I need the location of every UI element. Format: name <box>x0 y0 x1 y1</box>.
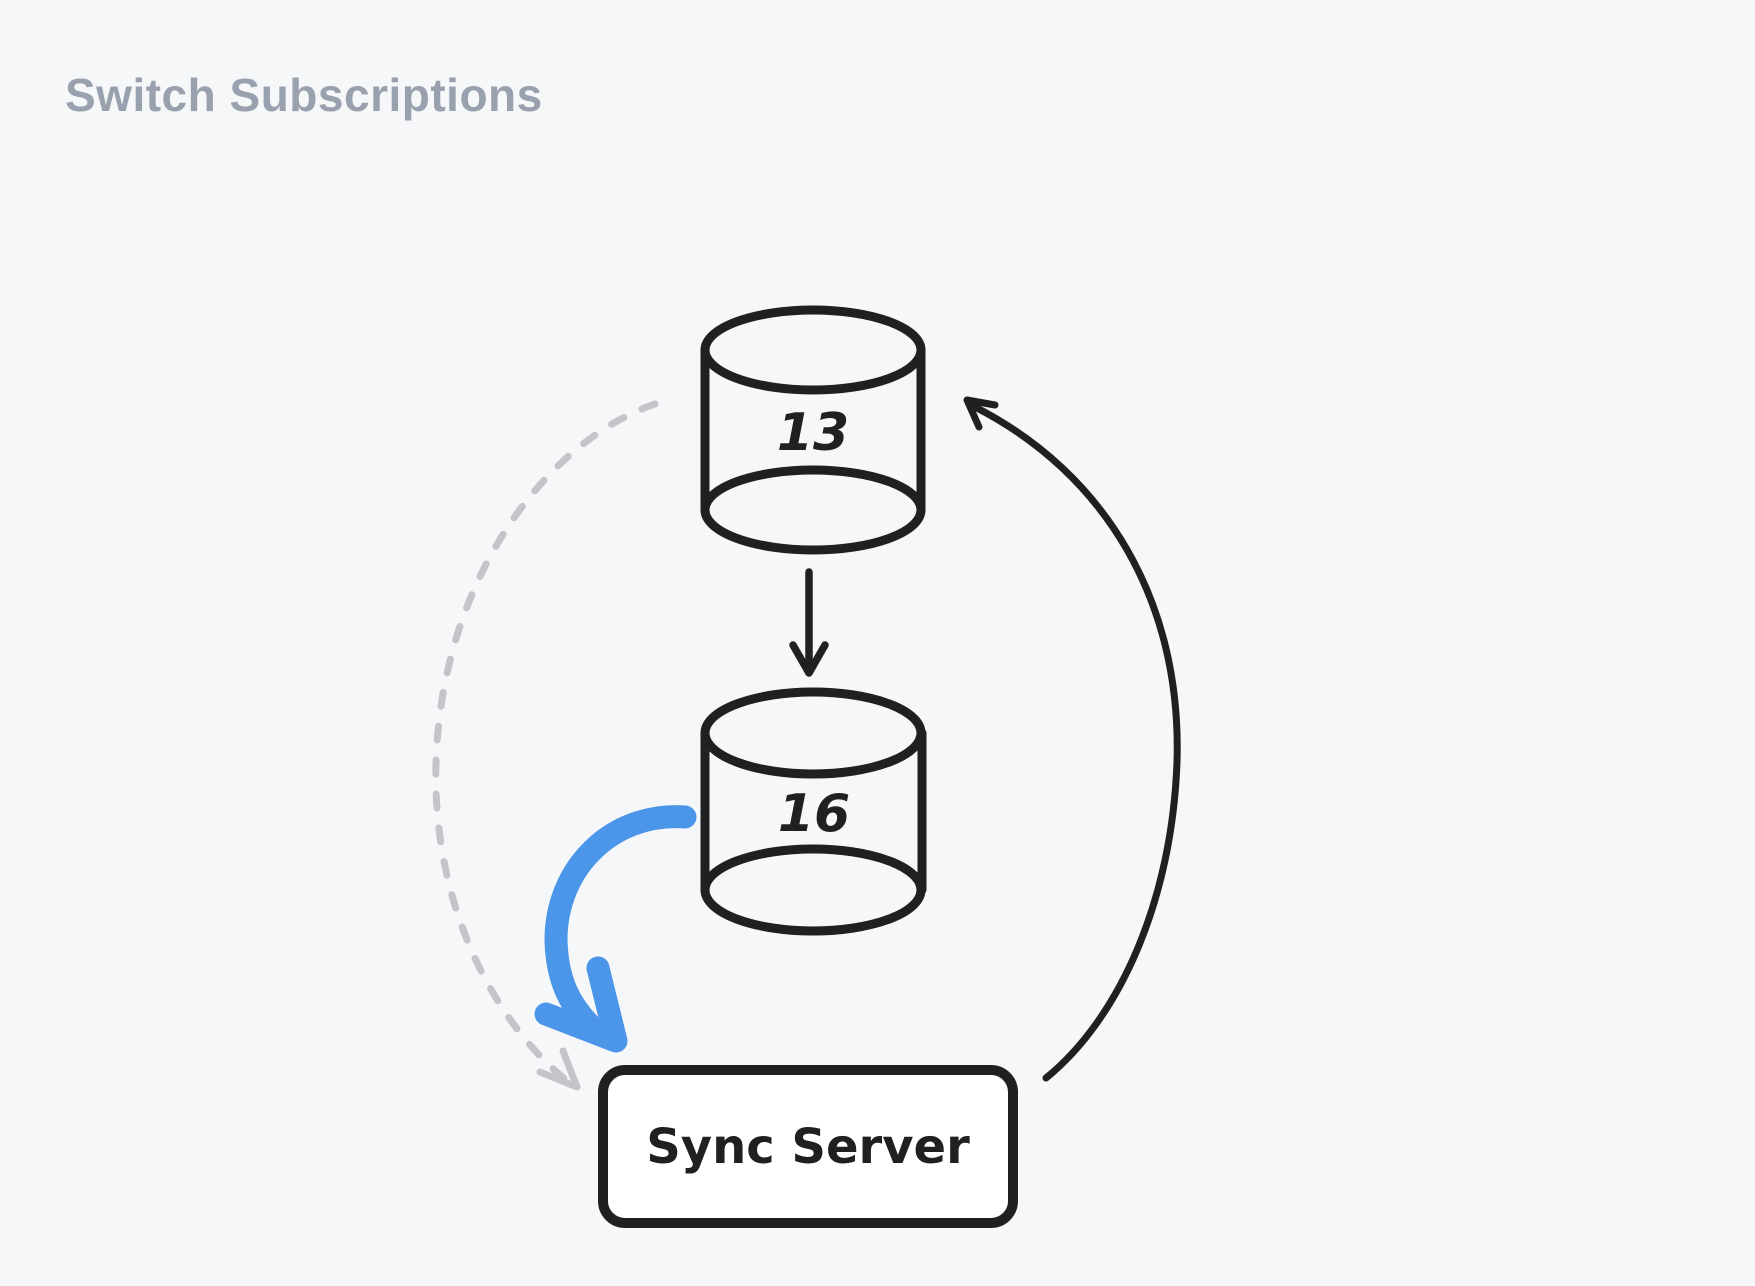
dashed-arrowhead-icon <box>536 1047 581 1091</box>
dashed-curve <box>432 400 659 1084</box>
sync-server-rect <box>598 1065 1018 1228</box>
edge-sync-server-to-db13 <box>963 396 1181 1082</box>
sync-server-node: Sync Server <box>598 1065 1018 1228</box>
database-cylinder-13: 13 <box>700 305 926 555</box>
edge-db16-to-sync-server-accent <box>534 805 697 1053</box>
accent-curve <box>544 805 697 1043</box>
database-cylinder-16: 16 <box>700 687 927 936</box>
cylinder-16-top-ellipse <box>700 687 926 779</box>
cylinder-13-label: 13 <box>777 403 849 463</box>
return-curve <box>971 403 1181 1082</box>
return-arrowhead-icon <box>963 396 999 431</box>
edge-db13-to-db16 <box>789 568 829 677</box>
page-title: Switch Subscriptions <box>65 69 543 121</box>
migration-arrowhead-icon <box>789 641 829 677</box>
cylinder-13-top-ellipse <box>700 305 926 395</box>
sync-server-label: Sync Server <box>646 1119 970 1175</box>
cylinder-13-bottom-ellipse <box>700 465 926 555</box>
accent-arrowhead-icon <box>534 956 628 1053</box>
edge-db13-to-sync-server-dashed <box>432 400 659 1091</box>
cylinder-16-bottom-ellipse <box>700 844 926 936</box>
cylinder-16-label: 16 <box>778 784 850 844</box>
